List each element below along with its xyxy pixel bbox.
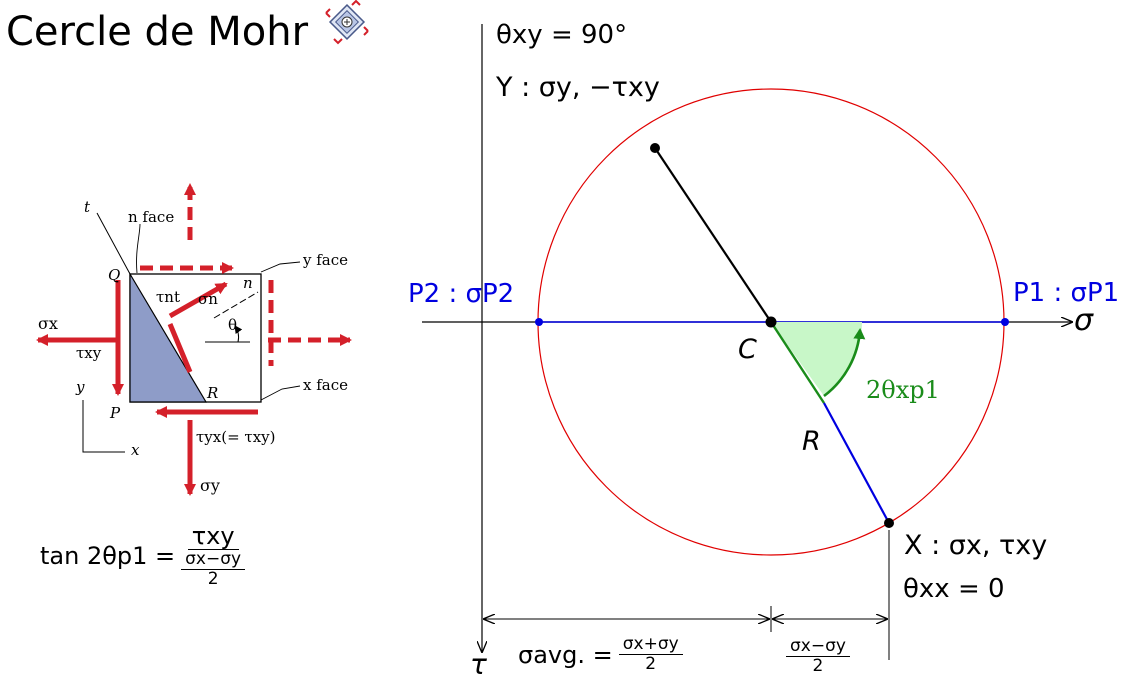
- formula-numerator: τxy: [187, 524, 239, 550]
- label-sigma-n: σn: [198, 290, 218, 308]
- sigma-avg-formula: σavg. = σx+σy 2: [518, 636, 683, 673]
- diameter-cr: [769, 321, 826, 404]
- point-x: [884, 518, 894, 528]
- half-diff-formula: σx−σy 2: [786, 638, 850, 675]
- mohr-diagram: [422, 24, 1072, 660]
- half-diff-numerator: σx−σy: [786, 638, 850, 657]
- label-p1: P1 : σP1: [1013, 278, 1120, 308]
- stress-element-icon: [325, 0, 369, 45]
- diameter-yc: [654, 147, 772, 323]
- formula-den-numerator: σx−σy: [181, 551, 246, 570]
- angle-wedge: [771, 322, 862, 396]
- sigma-avg-lhs: σavg. =: [518, 640, 613, 669]
- tan-formula: tan 2θp1 = τxy σx−σy 2: [40, 524, 246, 589]
- point-p1: [1001, 318, 1009, 326]
- page-title: Cercle de Mohr: [6, 9, 309, 55]
- label-r-element: R: [207, 384, 219, 402]
- label-tau-yx: τyx(= τxy): [196, 428, 276, 446]
- label-angle: 2θxp1: [866, 376, 940, 404]
- label-p2: P2 : σP2: [408, 279, 515, 309]
- label-n: n: [243, 274, 253, 292]
- label-tau-xy: τxy: [76, 344, 102, 362]
- label-point-y: Y : σy, −τxy: [496, 72, 660, 103]
- label-tau-axis: τ: [470, 648, 487, 681]
- stress-element-drawing: [36, 183, 352, 496]
- formula-den-denominator: 2: [207, 569, 219, 589]
- label-y-axis-small: y: [76, 378, 85, 396]
- label-n-face: n face: [128, 208, 175, 226]
- point-p2: [535, 318, 543, 326]
- label-r: R: [802, 426, 821, 457]
- label-c: C: [738, 334, 757, 365]
- label-q: Q: [108, 266, 121, 284]
- sigma-avg-numerator: σx+σy: [618, 636, 683, 655]
- label-theta-element: θ: [228, 316, 238, 334]
- formula-lhs: tan 2θp1 =: [40, 542, 176, 570]
- label-y-face: y face: [303, 251, 349, 269]
- label-p: P: [110, 404, 121, 422]
- label-x-axis-small: x: [131, 441, 140, 459]
- label-x-face: x face: [303, 376, 348, 394]
- sigma-avg-denominator: 2: [645, 654, 657, 674]
- point-c: [765, 316, 777, 328]
- label-theta-xy: θxy = 90°: [496, 20, 628, 50]
- label-sigma-x: σx: [38, 314, 58, 333]
- label-t: t: [84, 198, 91, 216]
- label-tau-nt: τnt: [156, 288, 180, 306]
- label-sigma-axis: σ: [1074, 303, 1094, 338]
- half-diff-denominator: 2: [812, 656, 824, 676]
- diameter-rx: [823, 402, 890, 524]
- point-y: [650, 143, 660, 153]
- angle-arrow: [823, 328, 866, 398]
- formula-fraction: τxy σx−σy 2: [181, 524, 246, 589]
- label-theta-xx: θxx = 0: [903, 574, 1005, 604]
- label-point-x: X : σx, τxy: [904, 530, 1048, 561]
- label-sigma-y: σy: [200, 476, 220, 495]
